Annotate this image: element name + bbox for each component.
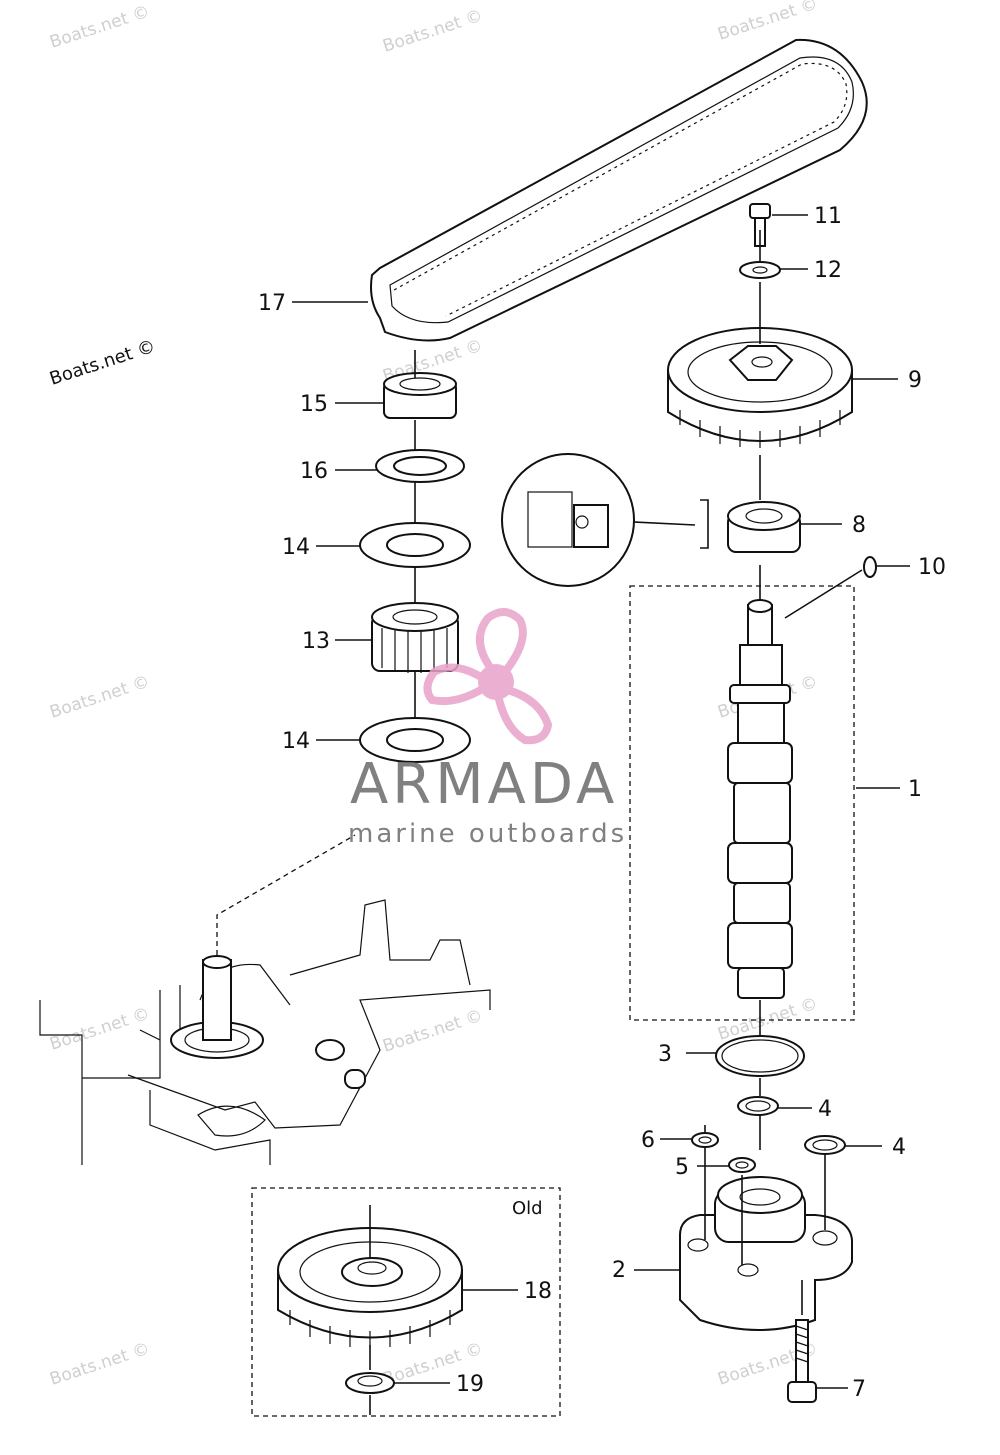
callout-label: 7	[852, 1377, 866, 1402]
cam-pulley	[667, 327, 853, 448]
callout-label: 14	[282, 535, 310, 560]
camshaft	[727, 599, 793, 999]
callout-label: 13	[302, 629, 330, 654]
seal-detail-callout	[501, 453, 709, 587]
callout-label: 4	[892, 1135, 906, 1160]
callout-labels: 1 2 3 4 4 5 6 7 8 9 10 11 12 13 14 14 15…	[258, 204, 946, 1402]
watermark-text: Boats.net ©	[47, 1339, 152, 1390]
callout-label: 1	[908, 777, 922, 802]
small-washer	[691, 1132, 719, 1148]
watermark-text: Boats.net ©	[47, 1004, 152, 1055]
camshaft-assembly-box	[629, 585, 855, 1021]
callout-label: 17	[258, 291, 286, 316]
callout-label: 16	[300, 459, 328, 484]
sprocket-plate-lower	[359, 717, 471, 763]
watermark-text: Boats.net ©	[380, 6, 485, 57]
gasket-right	[804, 1135, 846, 1155]
leader-lines	[292, 214, 910, 1389]
callout-label: 5	[675, 1155, 689, 1180]
inset-label: Old	[512, 1198, 543, 1219]
lock-washer	[375, 449, 465, 483]
callout-label: 8	[852, 513, 866, 538]
brand-name: ARMADA	[350, 752, 618, 817]
long-bolt	[787, 1319, 817, 1403]
timing-belt	[370, 38, 868, 342]
callout-label: 14	[282, 729, 310, 754]
callout-label: 3	[658, 1042, 672, 1067]
callout-label: 9	[908, 368, 922, 393]
watermark-text: Boats.net ©	[47, 2, 152, 53]
sprocket-plate-upper	[359, 522, 471, 568]
callout-label: 10	[918, 555, 946, 580]
watermark-text: Boats.net ©	[715, 0, 820, 45]
propeller-icon	[423, 608, 553, 745]
callout-label: 19	[456, 1372, 484, 1397]
inset-old-box	[251, 1187, 561, 1417]
watermark-text: Boats.net ©	[47, 336, 158, 390]
woodruff-key	[863, 556, 877, 578]
callout-label: 4	[818, 1097, 832, 1122]
watermark-text: Boats.net ©	[380, 1006, 485, 1057]
old-washer	[345, 1372, 395, 1394]
gasket-upper	[737, 1096, 779, 1116]
callout-label: 2	[612, 1258, 626, 1283]
callout-label: 6	[641, 1128, 655, 1153]
callout-label: 11	[814, 204, 842, 229]
armada-logo: ARMADA marine outboards	[348, 608, 627, 849]
small-washer	[728, 1157, 756, 1173]
callout-label: 12	[814, 258, 842, 283]
oil-pump	[679, 1176, 853, 1331]
crank-sprocket	[371, 602, 459, 673]
callout-label: 15	[300, 392, 328, 417]
o-ring	[715, 1035, 805, 1077]
callout-label: 18	[524, 1279, 552, 1304]
washer	[739, 261, 781, 279]
brand-tagline: marine outboards	[348, 819, 627, 849]
nut	[383, 372, 457, 419]
watermark-text: Boats.net ©	[47, 672, 152, 723]
cylinder-block-outline	[39, 834, 491, 1165]
old-cam-pulley	[277, 1227, 463, 1348]
oil-seal	[727, 501, 801, 553]
